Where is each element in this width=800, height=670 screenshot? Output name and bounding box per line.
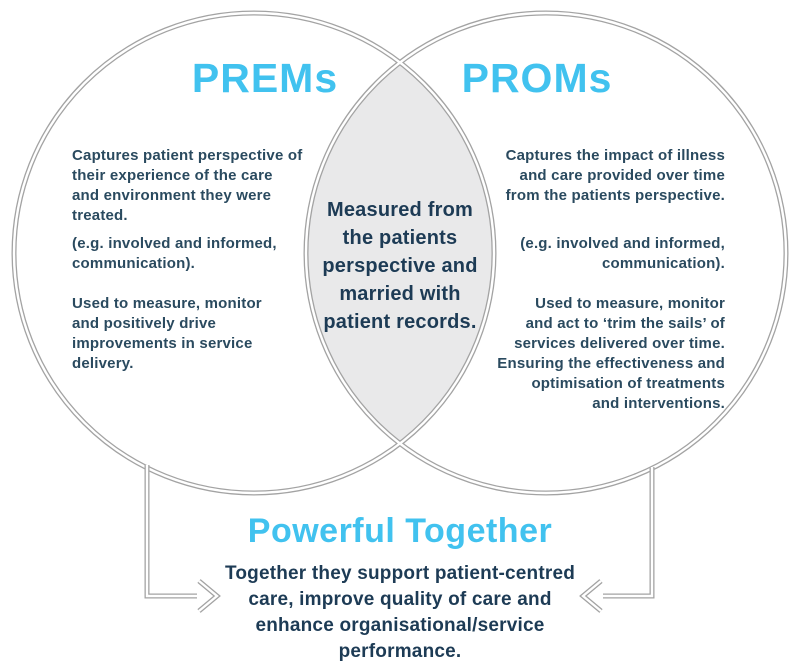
text-line: and positively drive [72,315,217,332]
text-line: Measured from [327,199,473,221]
text-line: and interventions. [592,395,725,412]
text-line: care, improve quality of care and [248,589,552,610]
left-circle-outline-inner [12,11,496,495]
text-line: communication). [601,255,725,272]
text-line: and act to ‘trim the sails’ of [525,315,725,332]
text-line: Used to measure, monitor [535,295,725,312]
text-line: performance. [338,641,462,662]
text-line: and environment they were [72,187,272,204]
right-connector-line-inner [603,467,654,598]
text-line: (e.g. involved and informed, [520,235,725,252]
text-line: Captures patient perspective of [72,147,303,164]
text-line: Captures the impact of illness [505,147,725,164]
left-connector-line-inner [145,465,197,598]
text-line: enhance organisational/service [255,615,545,636]
prems-paragraph-1: Captures patient perspective of their ex… [72,146,328,226]
proms-paragraph-3: Used to measure, monitor and act to ‘tri… [465,294,725,414]
proms-paragraph-1: Captures the impact of illness and care … [465,146,725,206]
right-circle-outline-inner [304,11,788,495]
overlap-center-text: Measured from the patients perspective a… [310,196,490,336]
prems-paragraph-3: Used to measure, monitor and positively … [72,294,328,374]
text-line: their experience of the care [72,167,273,184]
text-line: patient records. [323,311,477,333]
powerful-together-title: Powerful Together [247,512,553,550]
text-line: delivery. [72,355,134,372]
text-line: optimisation of treatments [531,375,725,392]
text-line: perspective and [322,255,478,277]
text-line: from the patients perspective. [505,187,725,204]
text-line: services delivered over time. [514,335,725,352]
text-line: treated. [72,207,128,224]
prems-title: PREMs [191,55,339,101]
overlap-lens [305,62,495,444]
left-chevron-arrow-icon-inner [581,580,602,612]
text-line: improvements in service [72,335,253,352]
prems-text-block: Captures patient perspective of their ex… [72,146,328,374]
proms-text-block: Captures the impact of illness and care … [465,146,725,414]
text-line: married with [339,283,461,305]
text-line: and care provided over time [519,167,725,184]
text-line: Ensuring the effectiveness and [497,355,725,372]
proms-paragraph-2: (e.g. involved and informed, communicati… [465,234,725,274]
text-line: Used to measure, monitor [72,295,262,312]
text-line: communication). [72,255,196,272]
text-line: Together they support patient-centred [224,563,576,584]
footer-description: Together they support patient-centred ca… [190,561,610,665]
text-line: the patients [342,227,458,249]
right-chevron-arrow-icon-inner [198,580,219,612]
prems-paragraph-2: (e.g. involved and informed, communicati… [72,234,328,274]
text-line: (e.g. involved and informed, [72,235,277,252]
proms-title: PROMs [461,55,613,101]
